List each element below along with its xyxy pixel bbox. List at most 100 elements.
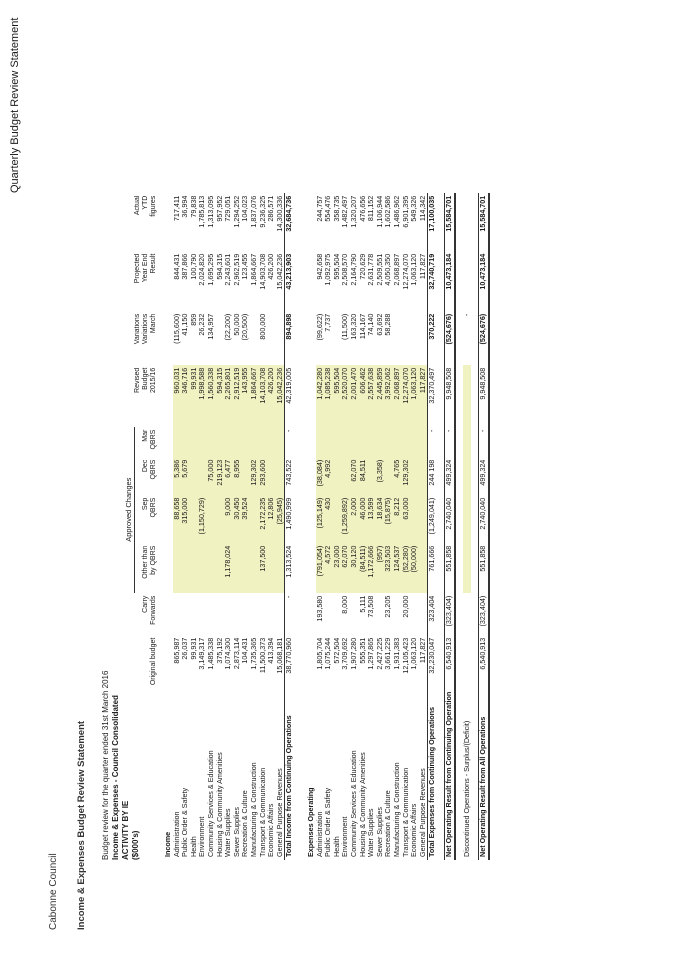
spacer-row	[437, 193, 445, 860]
table-cell	[384, 456, 393, 495]
table-cell: (50,000)	[410, 542, 419, 593]
table-cell: 2,427,225	[375, 637, 384, 670]
row-label: Administration	[172, 811, 181, 857]
section-heading-row: Income	[158, 193, 173, 860]
table-cell: 2,962,519	[232, 253, 241, 286]
section-heading-row: Expenses Operating	[301, 193, 316, 860]
table-cell	[471, 193, 479, 251]
table-cell	[216, 593, 225, 635]
table-cell	[437, 457, 445, 495]
row-label	[437, 689, 445, 860]
table-cell: 2,740,040	[444, 494, 455, 543]
table-cell	[418, 426, 428, 457]
table-cell: (1,259,892)	[341, 494, 350, 543]
net-result-row: Net Operating Result from All Operations…	[478, 192, 489, 860]
table-cell: 2,265,801	[224, 364, 233, 427]
table-row: Transport & Communication11,500,373137,5…	[258, 193, 268, 860]
table-cell	[276, 593, 285, 635]
table-cell: 426,200	[267, 364, 276, 427]
table-cell	[301, 457, 316, 495]
table-cell: (1,249,041)	[427, 494, 437, 543]
table-cell: 23,205	[384, 595, 393, 618]
period-line: Budget review for the quarter ended 31st…	[101, 670, 110, 860]
table-cell: 595,504	[332, 253, 341, 280]
table-cell: 143,955	[241, 364, 251, 427]
table-cell	[181, 542, 190, 593]
table-cell: 743,522	[284, 456, 294, 495]
col-header-original: Original budget	[150, 637, 158, 686]
document-title: Quarterly Budget Review Statement	[9, 17, 21, 193]
table-cell: (957)	[375, 542, 385, 593]
table-cell	[463, 635, 472, 689]
table-cell: 1,294,252	[232, 195, 241, 228]
table-cell: 75,000	[207, 456, 216, 495]
table-cell: 15,042,236	[275, 253, 284, 290]
table-cell: 1,063,120	[410, 364, 419, 427]
table-cell: 1,485,338	[207, 637, 216, 670]
table-cell: 244,757	[315, 195, 324, 222]
table-cell: 942,658	[315, 253, 324, 280]
table-cell	[259, 593, 268, 635]
table-cell: 595,504	[332, 364, 342, 427]
table-cell: 1,998,588	[198, 364, 208, 427]
table-cell: 1,063,120	[410, 253, 419, 286]
table-cell: 2,520,070	[341, 364, 350, 427]
table-cell: 859	[189, 313, 198, 326]
table-cell: (791,054)	[315, 542, 325, 593]
table-cell	[267, 542, 276, 593]
table-cell	[437, 193, 445, 251]
table-cell	[294, 457, 301, 495]
table-cell	[471, 427, 479, 457]
table-cell: 4,050,350	[384, 253, 393, 286]
table-cell: 8,000	[341, 595, 350, 614]
table-cell: 387,866	[181, 253, 190, 280]
row-label: Community Services & Education	[349, 750, 358, 857]
table-cell: -	[284, 426, 294, 457]
table-cell: 163,320	[349, 313, 358, 340]
table-cell: 3,709,692	[341, 637, 350, 670]
row-label: Recreation & Culture	[241, 790, 250, 857]
table-cell: 2,000	[349, 494, 359, 543]
table-cell: 499,324	[478, 456, 489, 495]
table-cell: 193,580	[315, 595, 324, 622]
table-cell: 720,629	[358, 253, 367, 280]
row-label: Health	[189, 836, 198, 857]
table-cell	[207, 494, 216, 543]
table-cell: 1,074,300	[224, 637, 233, 670]
table-cell: 8,955	[232, 456, 242, 495]
table-cell: (125,149)	[315, 494, 325, 543]
table-cell	[437, 543, 445, 593]
table-cell	[232, 426, 242, 457]
table-cell	[181, 593, 190, 635]
table-cell	[158, 543, 173, 593]
table-cell	[375, 426, 385, 457]
table-cell: 1,560,338	[207, 364, 216, 427]
table-cell	[341, 426, 350, 457]
table-cell: 8,212	[392, 494, 402, 543]
row-label: Housing & Community Amenities	[358, 752, 367, 857]
row-label: Community Services & Education	[207, 750, 216, 857]
table-cell: 30,450	[232, 494, 242, 543]
table-row: Public Order & Safety26,037315,0005,6793…	[181, 193, 190, 860]
row-label: Health	[332, 836, 341, 857]
statement-title: Income & Expenses Budget Review Statemen…	[76, 720, 87, 930]
table-cell: 572,504	[332, 637, 341, 664]
table-cell	[301, 311, 316, 365]
table-cell	[294, 593, 301, 635]
table-cell: 2,243,601	[224, 253, 233, 286]
table-cell: 104,023	[241, 195, 250, 222]
table-cell: 5,111	[358, 595, 367, 613]
table-cell	[455, 365, 463, 427]
table-cell	[437, 365, 445, 427]
table-row: Recreation & Culture3,661,22923,205323,5…	[384, 193, 393, 860]
table-cell	[301, 543, 316, 593]
table-cell: 2,873,114	[232, 637, 241, 670]
row-label: Economic Affairs	[410, 803, 419, 857]
table-cell: 11,500,373	[258, 637, 267, 674]
table-cell: 39,524	[241, 494, 251, 543]
table-cell: (1,150,729)	[198, 494, 208, 543]
row-label: Total Expenses from Continuing Operation…	[427, 688, 437, 860]
